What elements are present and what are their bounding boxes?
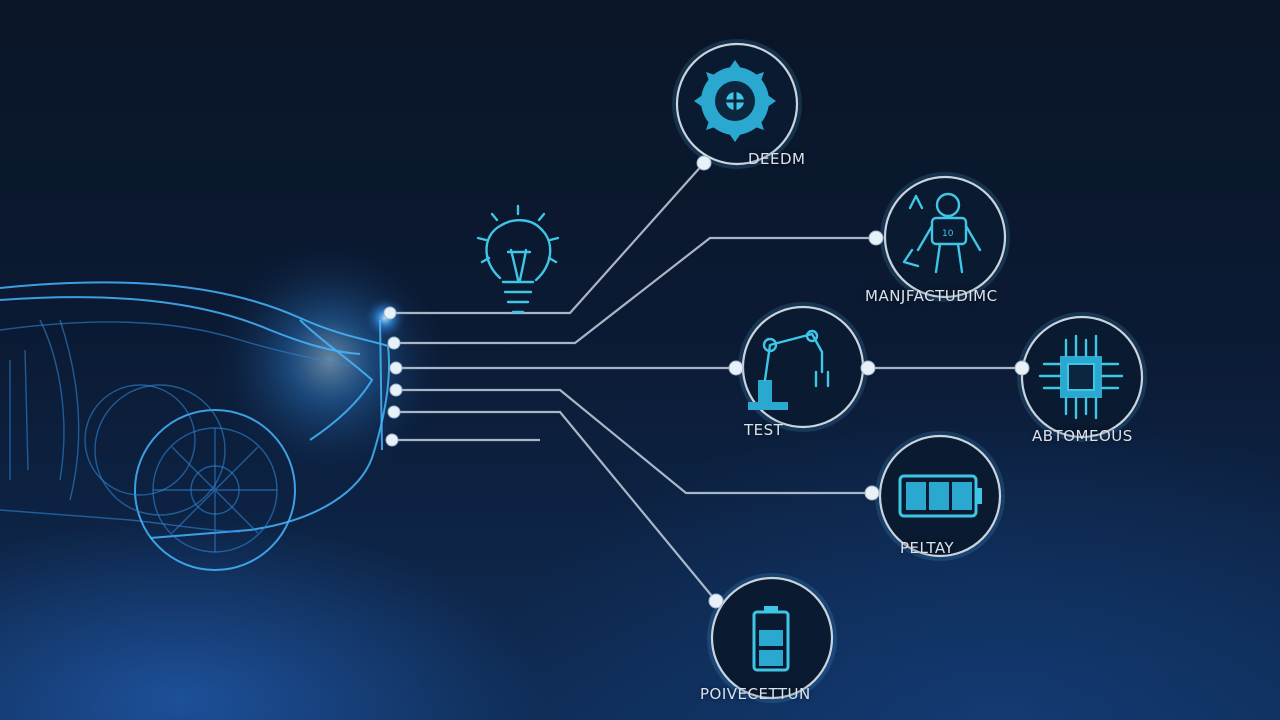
node-battery — [864, 431, 1005, 561]
connector-battery — [396, 388, 872, 495]
gear-icon — [694, 60, 776, 142]
connector-design — [390, 162, 705, 315]
label-battery: PELTAY — [900, 539, 955, 557]
node-test — [728, 302, 876, 432]
node-powertrain — [707, 573, 837, 703]
svg-text:10: 10 — [942, 229, 954, 239]
lightbulb-icon — [476, 204, 560, 314]
car-wireframe-icon — [0, 240, 450, 571]
connector-powertrain — [394, 410, 717, 602]
connector-lines — [390, 162, 1022, 602]
node-design — [672, 39, 802, 171]
battery-icon — [898, 474, 982, 518]
label-autonomous: ABTOMEOUS — [1032, 427, 1133, 445]
robot-arm-icon — [748, 329, 830, 410]
chip-icon — [1038, 334, 1124, 420]
label-design: DEEDM — [748, 150, 806, 168]
node-autonomous — [1014, 312, 1147, 442]
engineer-icon: 10 — [902, 192, 982, 274]
source-dots — [383, 306, 403, 447]
label-test: TEST — [744, 421, 784, 439]
label-powertrain: POIVECETTUN — [700, 685, 811, 703]
battery-vertical-icon — [752, 606, 790, 672]
node-manufacturing: 10 — [868, 172, 1010, 302]
label-manufacturing: MANJFACTUDIMC — [865, 287, 998, 305]
connector-manufacturing — [394, 236, 876, 345]
